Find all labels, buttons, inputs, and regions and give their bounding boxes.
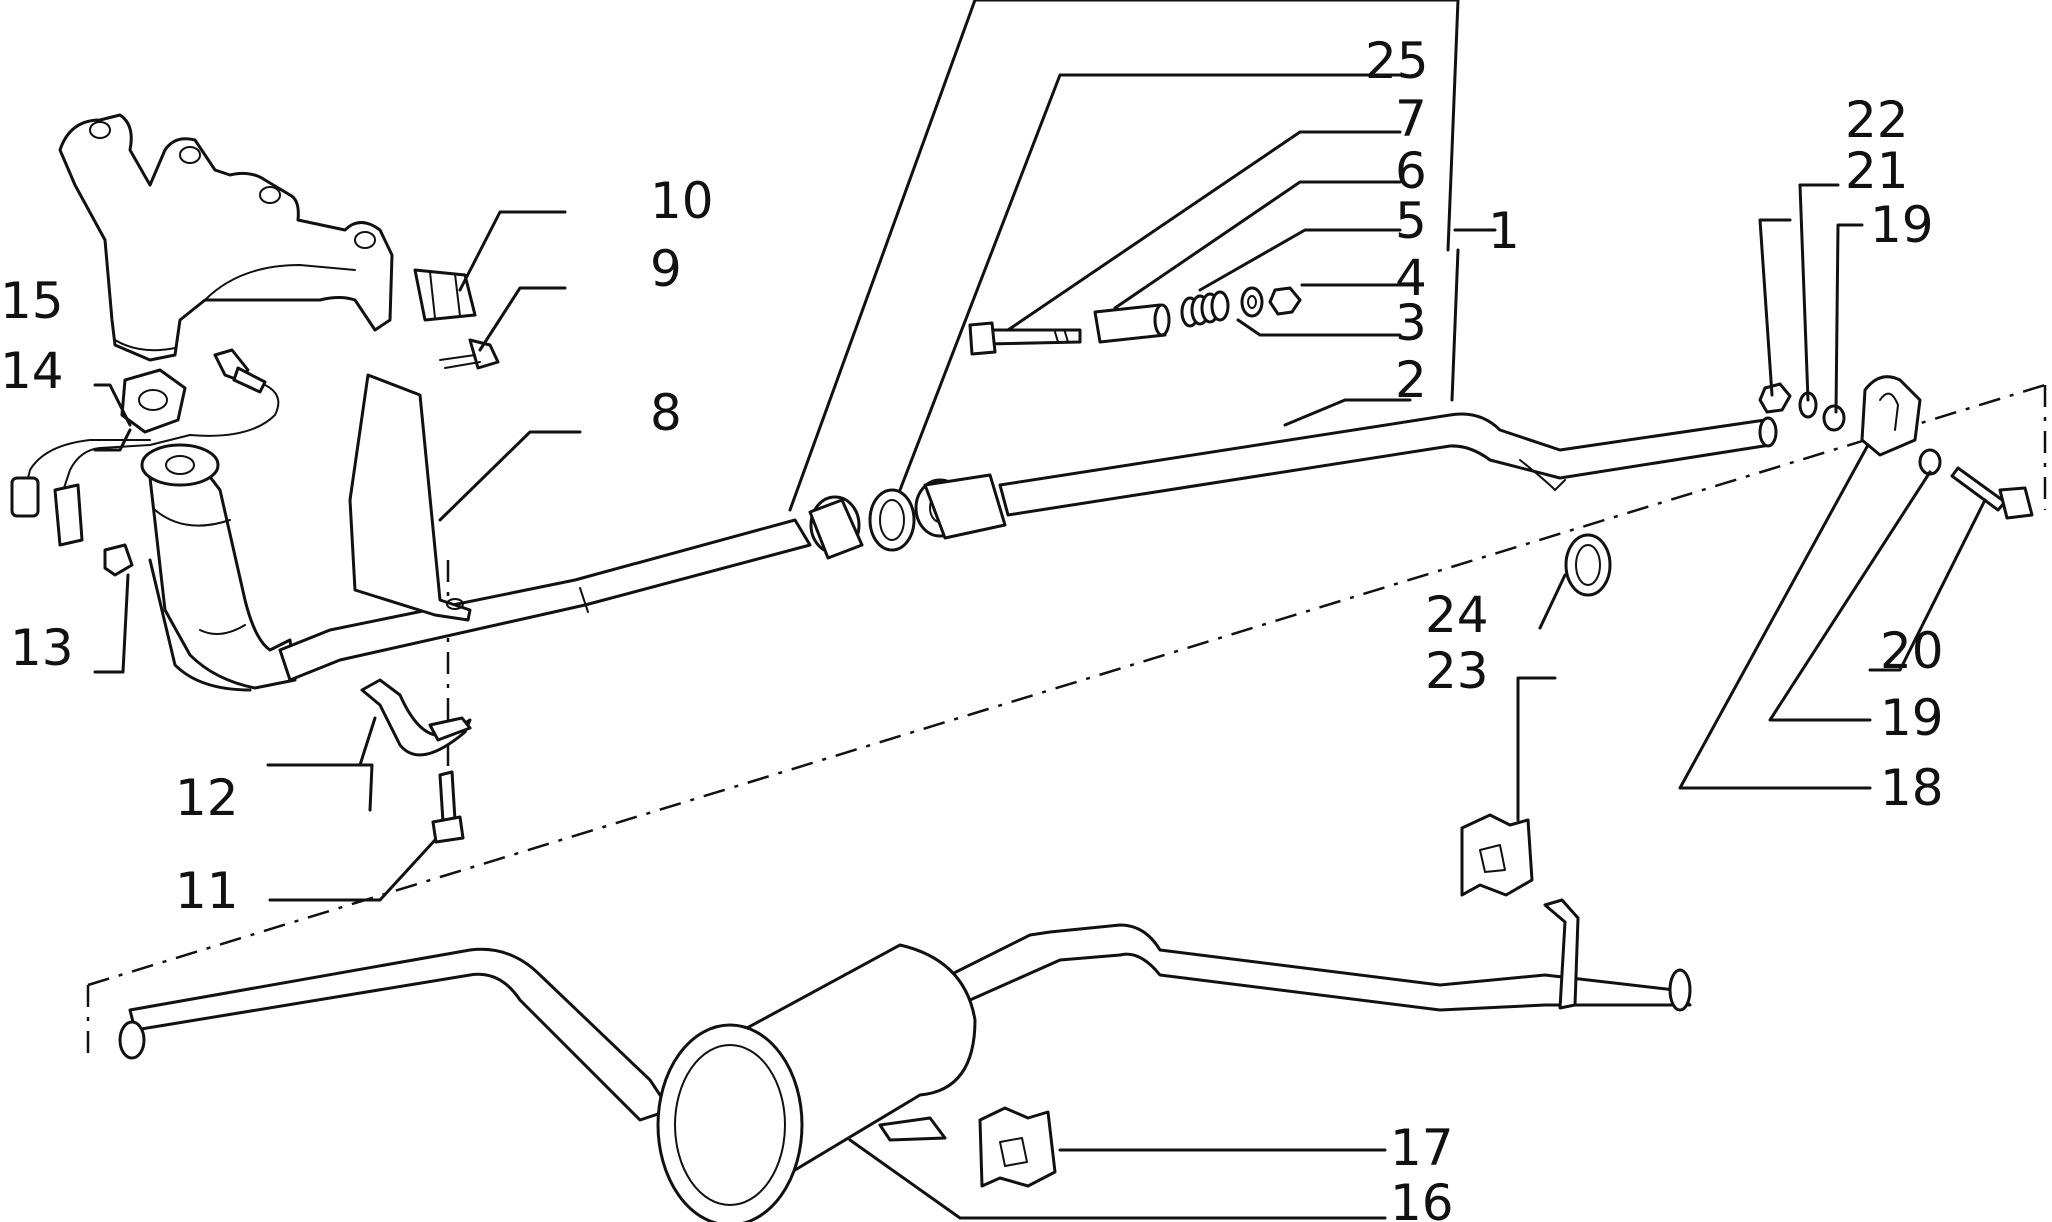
callout-20: 20 — [1880, 622, 1944, 680]
callout-2: 2 — [1395, 351, 1427, 409]
callout-18: 18 — [1880, 759, 1944, 817]
rear-washer — [1822, 404, 1942, 476]
callout-3: 3 — [1395, 294, 1427, 352]
callout-10: 10 — [650, 172, 714, 230]
callout-4: 4 — [1395, 249, 1427, 307]
drain-plug — [103, 543, 134, 577]
callout-13: 13 — [10, 619, 74, 677]
callout-7: 7 — [1395, 90, 1427, 148]
callout-17: 17 — [1390, 1119, 1454, 1177]
oxygen-sensor — [10, 348, 280, 547]
rear-mount-bracket — [1860, 375, 1922, 457]
callout-labels: 1 2 3 4 5 6 7 8 9 10 11 12 13 14 15 16 1… — [0, 32, 1944, 1222]
spring — [1180, 290, 1230, 328]
callout-19-upper: 19 — [1870, 196, 1934, 254]
callout-14: 14 — [0, 342, 64, 400]
rear-bolt — [1950, 466, 2034, 520]
group-boundaries — [86, 383, 2047, 1062]
callout-19-lower: 19 — [1880, 689, 1944, 747]
bolt-long — [968, 321, 1082, 356]
rear-pipe — [118, 898, 1692, 1122]
clamp — [360, 678, 472, 757]
intermediate-pipe — [914, 412, 1778, 540]
nut — [1268, 286, 1302, 316]
rear-nut — [1758, 382, 1792, 414]
washer — [1240, 286, 1264, 318]
callout-1: 1 — [1488, 202, 1520, 260]
manifold-gasket — [120, 368, 187, 434]
callout-5: 5 — [1395, 192, 1427, 250]
callout-23: 23 — [1425, 642, 1489, 700]
callout-8: 8 — [650, 384, 682, 442]
callout-21: 21 — [1845, 142, 1909, 200]
clamp-bolt — [431, 770, 465, 844]
callout-12: 12 — [175, 769, 239, 827]
silencer — [656, 943, 977, 1222]
callout-25: 25 — [1365, 32, 1429, 90]
callout-16: 16 — [1390, 1174, 1454, 1222]
callout-11: 11 — [175, 862, 239, 920]
bracket-plate — [348, 373, 472, 622]
screw — [439, 338, 500, 370]
callout-22: 22 — [1845, 91, 1909, 149]
callout-6: 6 — [1395, 142, 1427, 200]
callout-15: 15 — [0, 272, 64, 330]
callout-9: 9 — [650, 240, 682, 298]
front-pipe — [278, 495, 864, 682]
leader-lines — [93, 0, 1987, 1220]
callout-24: 24 — [1425, 586, 1489, 644]
catalytic-converter — [140, 443, 297, 692]
rubber-hanger — [978, 813, 1534, 1188]
gasket-ring — [868, 488, 1612, 597]
sleeve — [1093, 303, 1171, 344]
rubber-mount — [413, 268, 477, 322]
exhaust-manifold — [58, 113, 394, 362]
